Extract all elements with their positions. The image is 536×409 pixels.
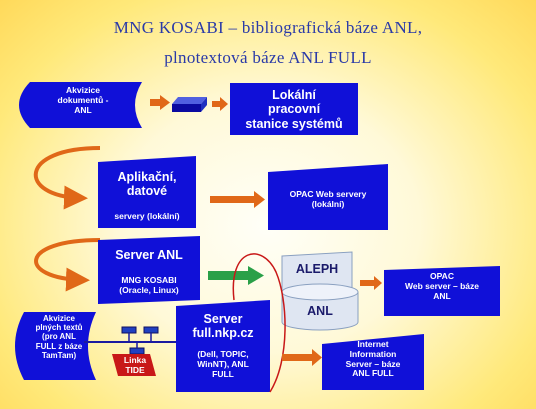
opac-web-server-anl-label: OPAC Web server – báze ANL: [404, 271, 480, 301]
title-line-2: plnotextová báze ANL FULL: [164, 48, 372, 67]
server-anl-detail-label: MNG KOSABI (Oracle, Linux): [119, 275, 179, 295]
linka-tide-shape: [112, 354, 156, 376]
server-full-detail-label: (Dell, TOPIC, WinNT), ANL FULL: [197, 349, 249, 379]
server-anl-shape: [98, 236, 200, 304]
arrow-server-full-to-iis: [282, 349, 322, 366]
opac-web-server-anl-shape: [384, 266, 500, 316]
network-bus: [84, 326, 186, 355]
green-arrow-to-aleph: [208, 266, 264, 285]
iis-shape: [322, 334, 424, 390]
lokalni-stanice-shape: [230, 83, 358, 135]
akvizice-dokumentu-shape: [19, 82, 142, 128]
arrow-aleph-to-opac: [360, 276, 382, 290]
aleph-label: ALEPH: [295, 262, 339, 276]
anl-label: ANL: [307, 304, 333, 318]
servery-lokalni-label: servery (lokální): [114, 211, 180, 221]
anl-database-cylinder: [281, 283, 359, 331]
aplikacni-shape: [98, 156, 196, 228]
curve-arrow-row1-row2: [34, 146, 101, 210]
akvizice-dokumentu-label: Akvizice dokumentů - ANL: [57, 85, 109, 115]
curve-arrow-row2-row3: [34, 238, 101, 292]
aplikacni-label: Aplikační, datové: [117, 170, 177, 199]
server-full-shape: [176, 300, 270, 392]
lokalni-stanice-label: Lokální pracovní stanice systémů: [245, 88, 343, 131]
opac-web-servery-shape: [268, 164, 388, 230]
server-full-label: Server full.nkp.cz: [192, 312, 254, 341]
arrow-device-to-stanice: [212, 97, 228, 111]
opac-web-servery-label: OPAC Web servery (lokální): [289, 189, 367, 209]
akvizice-plnych-label: Akvizice plných textů (pro ANL FULL z bá…: [35, 314, 83, 360]
linka-tide-label: Linka TIDE: [123, 355, 147, 375]
akvizice-plnych-shape: [15, 312, 96, 380]
arrow-akvizice-to-device: [150, 95, 170, 110]
server-anl-label: Server ANL: [115, 248, 183, 262]
arrow-aplikacni-to-opac: [210, 191, 265, 208]
iis-label: Internet Information Server – báze ANL F…: [345, 339, 401, 379]
device-icon: [172, 97, 207, 112]
title-line-1: MNG KOSABI – bibliografická báze ANL,: [113, 18, 423, 37]
